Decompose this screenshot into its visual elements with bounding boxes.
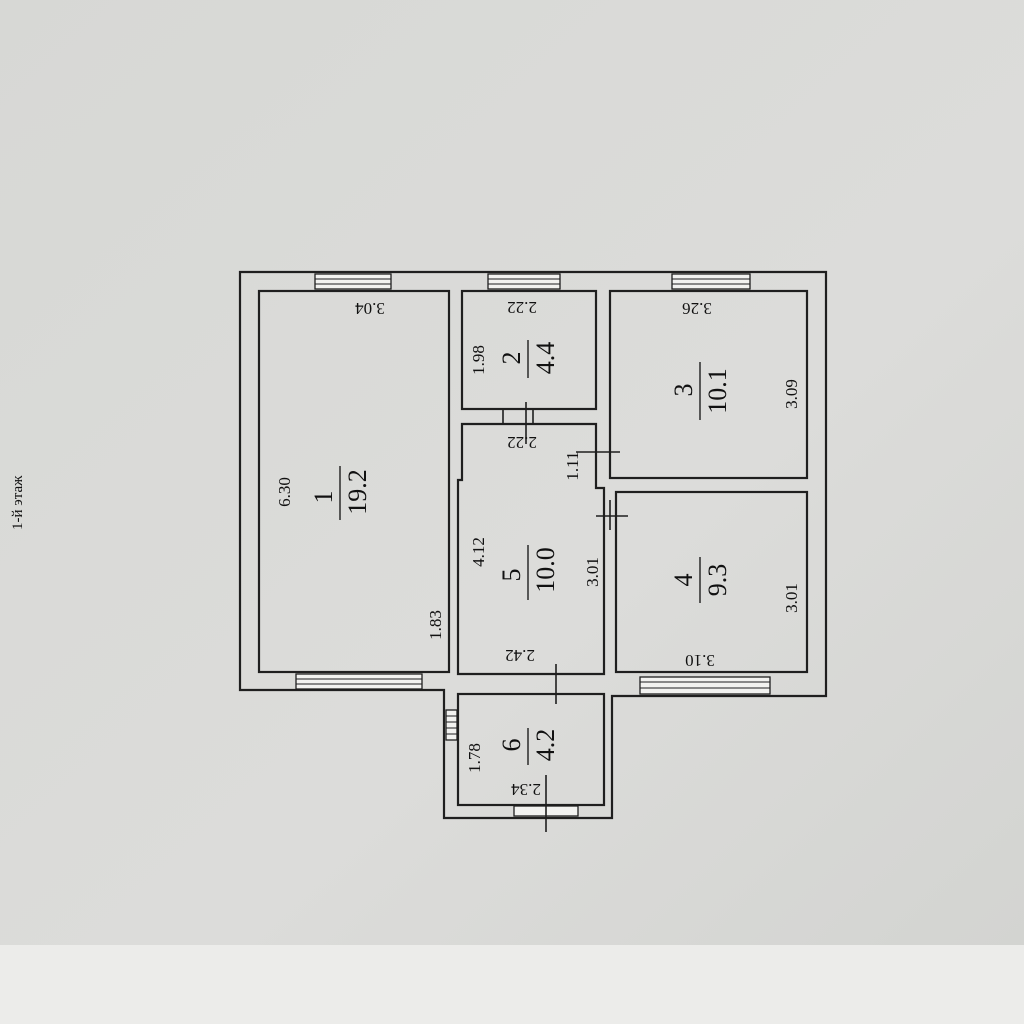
room-4-dim-bottom: 3.10 (685, 651, 715, 670)
doors (502, 402, 628, 832)
room-1-outline (257, 289, 451, 674)
room-3-labels: 3.26 3.09 3 10.1 (669, 299, 801, 420)
floor-label: 1-й этаж (10, 475, 26, 530)
window-room-1-bottom (295, 673, 423, 690)
room-5-dim-passage: 1.11 (563, 451, 582, 480)
room-6-number: 6 (497, 739, 526, 752)
room-5-number: 5 (497, 569, 526, 582)
room-2-area: 4.4 (531, 342, 560, 375)
room-2-number: 2 (497, 352, 526, 365)
room-5-labels: 2.22 4.12 3.01 2.42 1.11 5 10.0 (469, 433, 602, 665)
room-4-area: 9.3 (703, 564, 732, 597)
room-3-area: 10.1 (703, 368, 732, 414)
room-1-dim-top: 3.04 (355, 299, 385, 318)
outer-walls (238, 270, 828, 820)
room-1-dim-left: 6.30 (275, 477, 294, 507)
room-6-outline (456, 692, 606, 807)
room-5-dim-right: 3.01 (583, 557, 602, 587)
windows (295, 273, 771, 817)
room-6-dim-left: 1.78 (465, 743, 484, 773)
room-3-dim-top: 3.26 (682, 299, 712, 318)
room-5-dim-left: 4.12 (469, 537, 488, 567)
window-room-1-top (314, 273, 392, 290)
room-5-area: 10.0 (531, 547, 560, 593)
room-2-labels: 2.22 1.98 2 4.4 (469, 298, 560, 378)
room-5-outline (456, 422, 606, 676)
lower-sheet (0, 945, 1024, 1024)
room-1-dim-right: 1.83 (426, 610, 445, 640)
room-1-number: 1 (309, 491, 338, 504)
room-3-dim-right: 3.09 (782, 379, 801, 409)
room-3-outline (608, 289, 809, 480)
room-1-area: 19.2 (343, 469, 372, 515)
room-2-outline (460, 289, 598, 411)
window-room-4-bottom (639, 676, 771, 695)
window-room-6-left (445, 709, 458, 741)
room-4-labels: 3.10 3.01 4 9.3 (669, 557, 801, 670)
room-1-labels: 3.04 6.30 1.83 1 19.2 (275, 299, 445, 640)
room-5-dim-top: 2.22 (507, 433, 537, 452)
room-4-dim-right: 3.01 (782, 583, 801, 613)
room-6-labels: 1.78 2.34 6 4.2 (465, 728, 560, 799)
room-4-outline (614, 490, 809, 674)
window-room-3-top (671, 273, 751, 290)
room-6-area: 4.2 (531, 729, 560, 762)
room-5-dim-bottom: 2.42 (505, 646, 535, 665)
room-4-number: 4 (669, 574, 698, 587)
room-2-dim-left: 1.98 (469, 345, 488, 375)
room-2-dim-top: 2.22 (507, 298, 537, 317)
room-6-dim-bottom: 2.34 (511, 780, 541, 799)
room-3-number: 3 (669, 384, 698, 397)
window-room-2-top (487, 273, 561, 290)
paper-surface (0, 0, 1024, 945)
room-outlines (257, 289, 809, 807)
